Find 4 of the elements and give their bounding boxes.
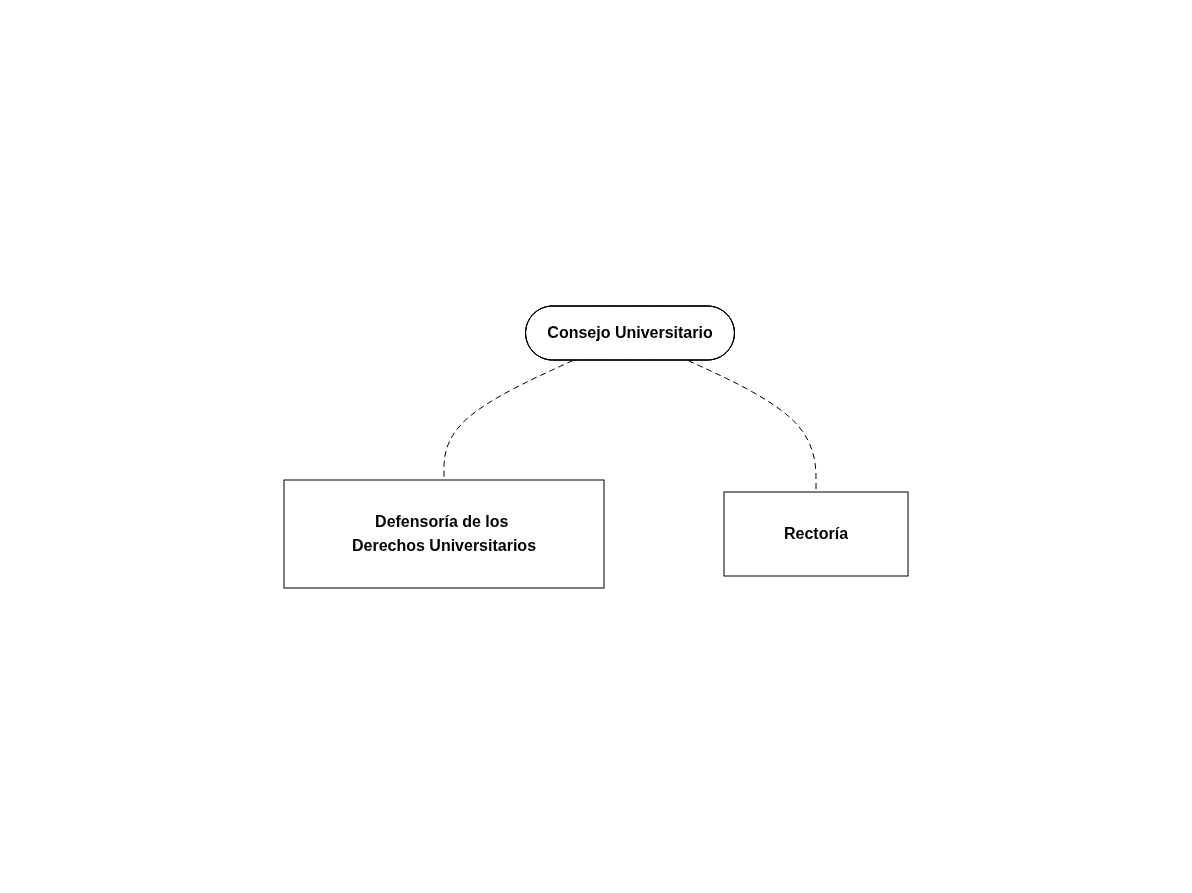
connector xyxy=(687,359,817,492)
node-box: Defensoría de los Derechos Universitarios xyxy=(283,479,605,588)
connector xyxy=(443,359,574,480)
node-box: Rectoría xyxy=(723,491,909,576)
